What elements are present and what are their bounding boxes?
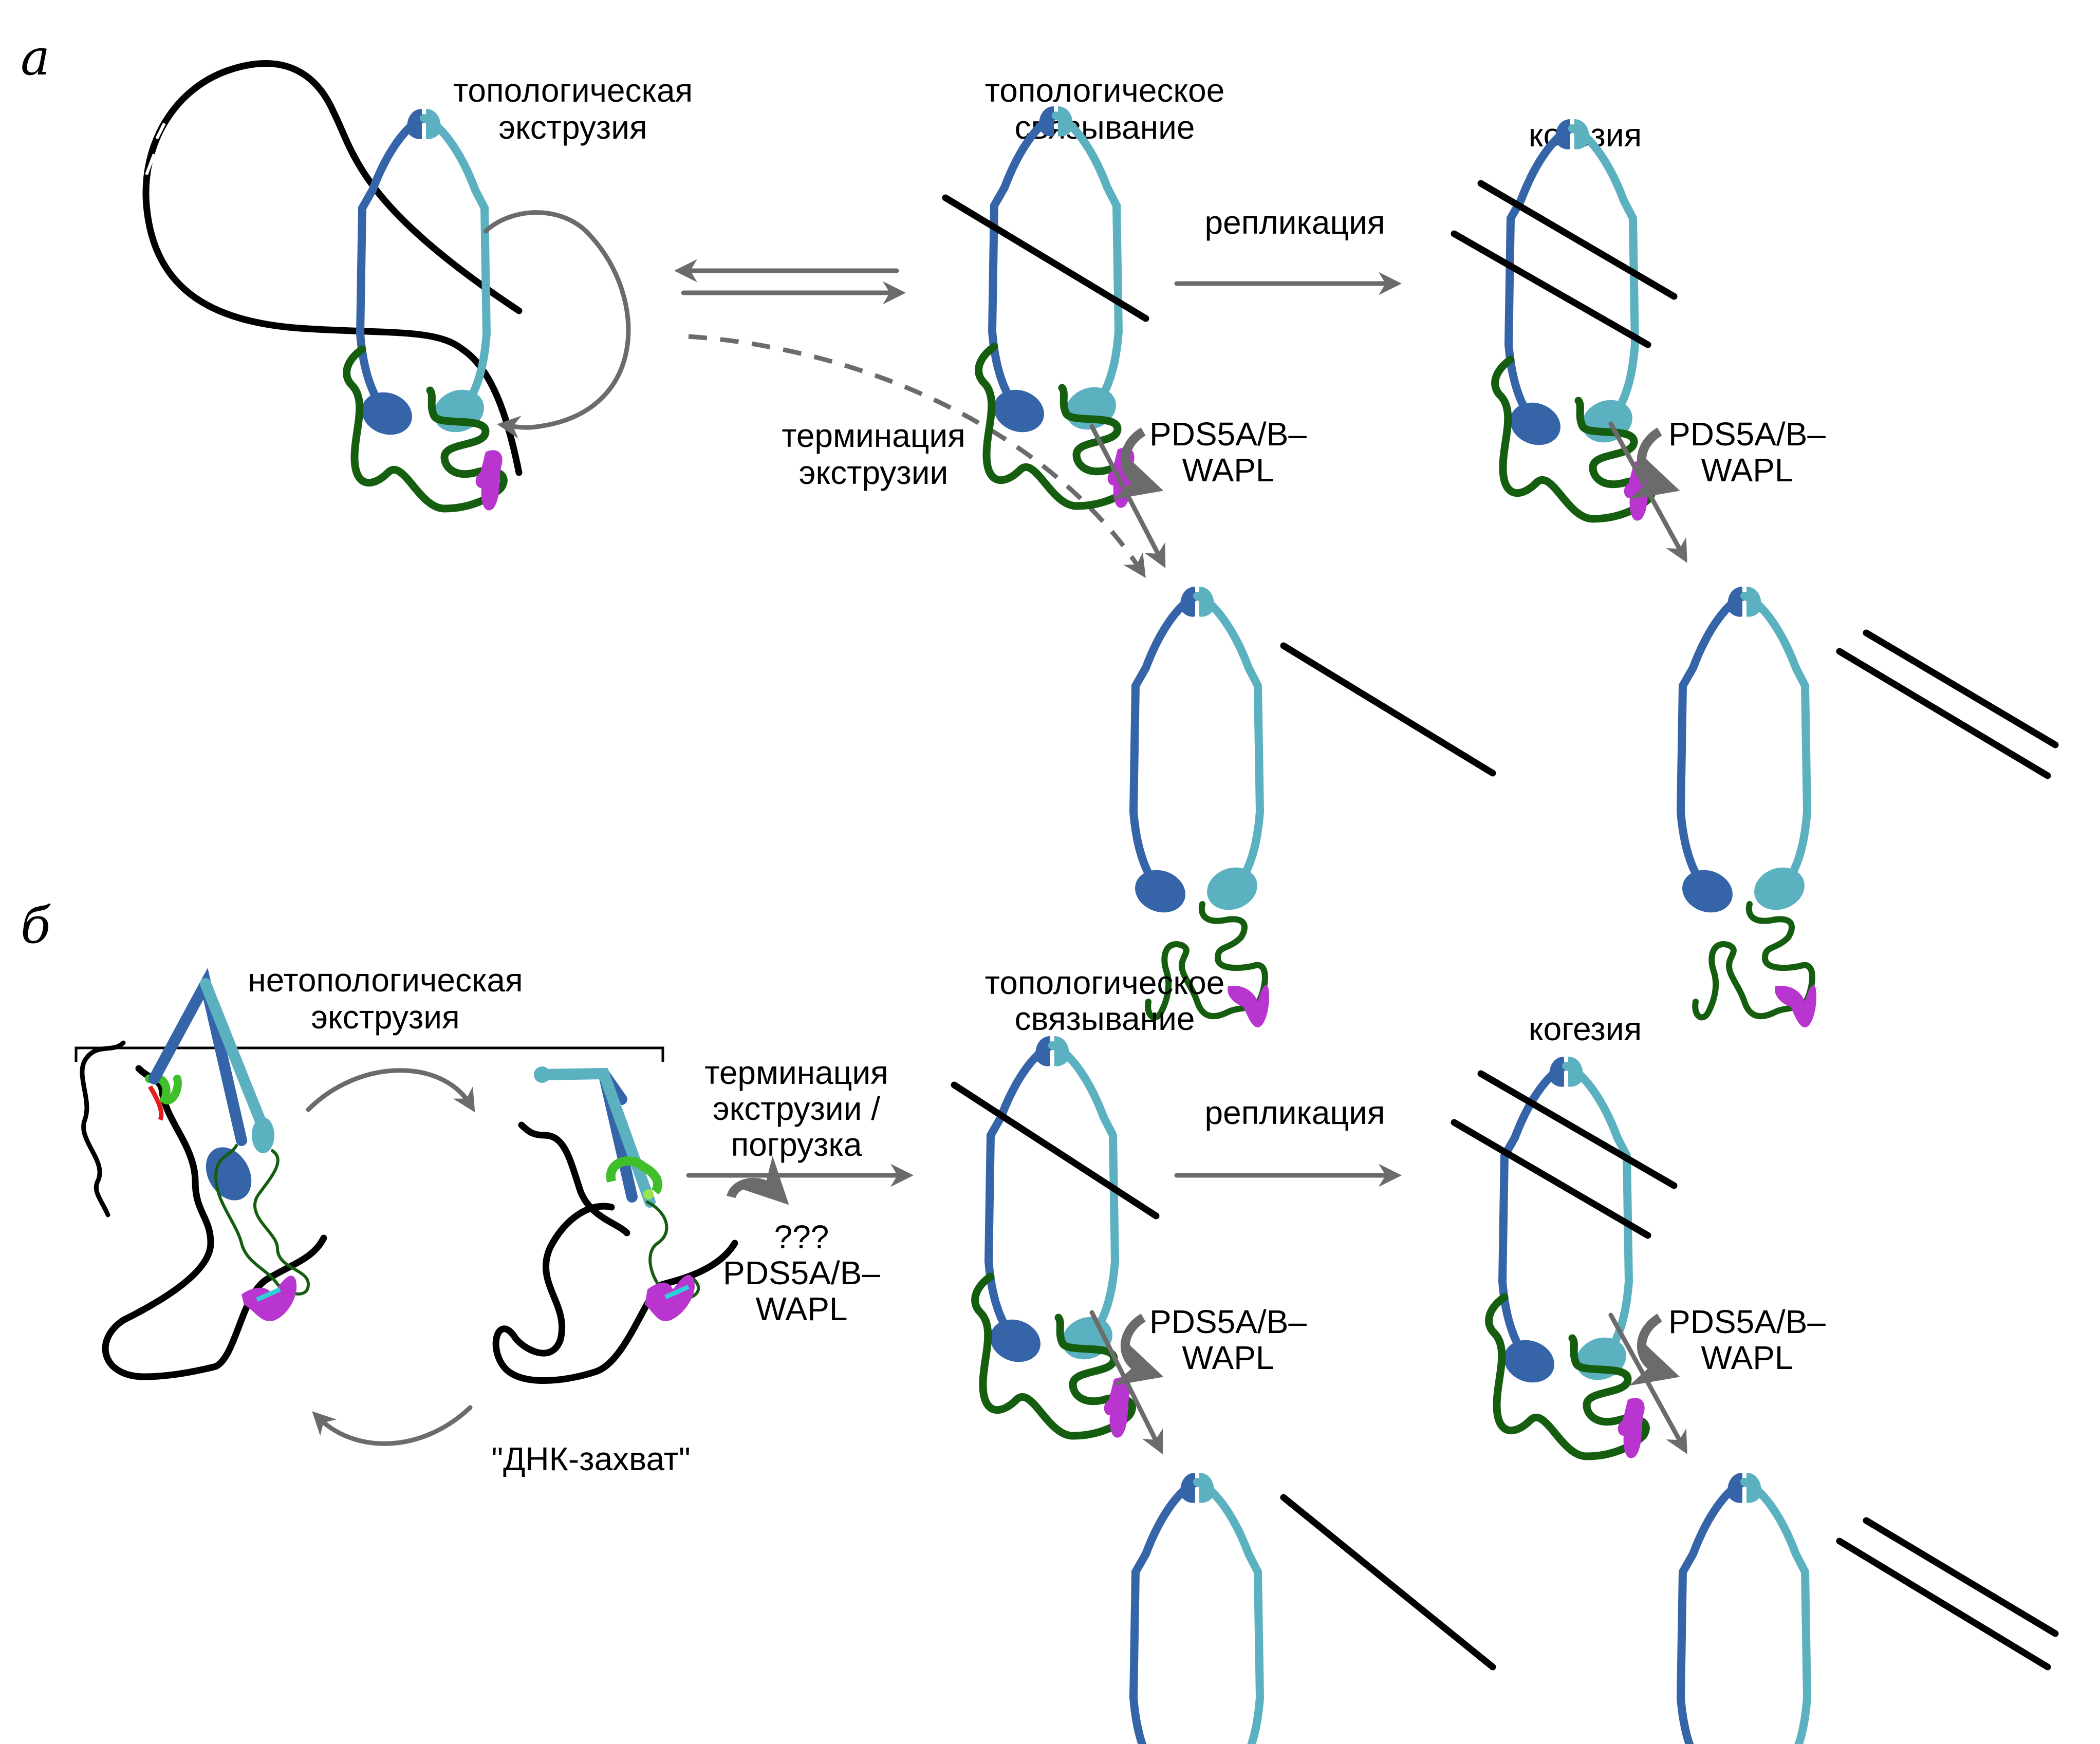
release-step-1: PDS5A/B– WAPL: [1089, 416, 1307, 568]
loader-green: [606, 1156, 663, 1195]
curved-factor-arrow: [1112, 1314, 1164, 1386]
label-release-factor-1a: PDS5A/B–: [1149, 416, 1307, 453]
panel-label-b: б: [21, 897, 51, 954]
hawk-magenta: [241, 1276, 297, 1322]
kleisin-hawk: [1695, 904, 1816, 1027]
label-unknown-factor-2: PDS5A/B–: [723, 1254, 880, 1291]
released-single-dna-b: [1129, 1473, 1496, 1744]
smc-head-dark: [206, 1147, 252, 1201]
label-non-topological-extrusion-2: экструзия: [311, 999, 459, 1036]
dna-strand: [951, 1081, 1160, 1220]
curved-factor-arrow: [727, 1156, 789, 1205]
label-topological-binding-1: топологическое: [985, 72, 1225, 109]
label-replication-b: репликация: [1205, 1094, 1385, 1131]
panel-a: а топологическая экструзия терминация эк…: [21, 29, 2059, 1027]
released-single-dna: [1129, 587, 1496, 1027]
dna-strand: [1280, 1494, 1496, 1671]
label-release-factor-1b: WAPL: [1182, 452, 1274, 489]
curved-factor-arrow: [1112, 427, 1164, 500]
label-dna-capture: "ДНК-захват": [491, 1440, 690, 1477]
stage-topological-binding-b: топологическое связывание: [951, 964, 1225, 1438]
cohesin-ring: [1676, 587, 1810, 920]
panel-b: б нетопологическая экструзия: [21, 897, 2059, 1744]
label-termination-loading-1: терминация: [704, 1054, 888, 1091]
cohesin-ring: [1129, 587, 1263, 920]
released-sister-dna: [1676, 587, 2059, 1027]
dna-strand: [1280, 642, 1496, 777]
dna-strand-1: [1863, 629, 2059, 748]
dna-strand-1: [1477, 180, 1678, 300]
release-step-b2: PDS5A/B– WAPL: [1608, 1303, 1826, 1454]
released-sister-dna-b: [1676, 1473, 2059, 1744]
cohesin-ring: [1504, 119, 1638, 452]
release-step-b1: PDS5A/B– WAPL: [1089, 1303, 1307, 1455]
cycle-arrow-bottom: [312, 1405, 473, 1446]
smc-head-light: [252, 1117, 274, 1153]
stage-cohesion-b: когезия: [1451, 1010, 1678, 1458]
stage-topological-extrusion: топологическая экструзия: [142, 60, 693, 511]
label-release-factor-2b: WAPL: [1701, 452, 1793, 489]
label-topological-extrusion-1: топологическая: [453, 72, 693, 109]
panel-label-a: а: [21, 29, 50, 86]
label-release-factor-b2a: PDS5A/B–: [1668, 1303, 1826, 1340]
dna-strand-2: [1451, 1119, 1651, 1239]
label-topological-extrusion-2: экструзия: [498, 109, 647, 146]
termination-dashed-arrow: [688, 334, 1146, 578]
dna-strand: [942, 194, 1149, 322]
label-replication: репликация: [1205, 204, 1385, 241]
curved-factor-arrow: [1629, 1314, 1680, 1386]
curved-factor-arrow: [1629, 427, 1680, 500]
bracket: [75, 1046, 664, 1062]
stage-cohesion: когезия: [1451, 117, 1678, 521]
non-topological-state-2: [492, 1066, 738, 1384]
dna-strand-1: [1863, 1517, 2059, 1637]
label-extrusion-termination-2: экструзии: [799, 454, 948, 491]
stage-topological-binding: топологическое связывание: [942, 72, 1225, 508]
smc-light-blue: [200, 978, 268, 1131]
label-non-topological-extrusion-1: нетопологическая: [248, 962, 523, 999]
label-topological-binding-b-2: связывание: [1015, 1000, 1195, 1037]
label-release-factor-b2b: WAPL: [1701, 1339, 1793, 1376]
label-release-factor-b1b: WAPL: [1182, 1339, 1274, 1376]
dna-loop: [102, 1065, 327, 1380]
dna-strand-2: [1451, 230, 1651, 348]
label-termination-loading-3: погрузка: [731, 1126, 862, 1163]
label-topological-binding-b-1: топологическое: [985, 964, 1225, 1001]
label-release-factor-2a: PDS5A/B–: [1668, 416, 1826, 453]
label-unknown-factor: ???: [774, 1218, 829, 1255]
cohesin-ring: [1129, 1473, 1263, 1744]
dna-strand-2: [1836, 648, 2051, 779]
label-unknown-factor-3: WAPL: [756, 1290, 848, 1327]
cohesin-ring: [988, 106, 1122, 439]
label-cohesion-b: когезия: [1529, 1010, 1642, 1047]
dna-strand-1: [1477, 1070, 1678, 1189]
label-extrusion-termination-1: терминация: [782, 417, 965, 454]
hawk-magenta: [645, 1274, 695, 1322]
extrusion-cycle-arrow: [483, 210, 631, 439]
dna-cyan-segment: [664, 1284, 690, 1300]
cycle-arrow-top: [306, 1068, 475, 1113]
cohesin-ring: [1498, 1057, 1632, 1390]
dna-red-segment: [148, 1085, 164, 1121]
label-release-factor-b1a: PDS5A/B–: [1149, 1303, 1307, 1340]
cohesin-ring: [984, 1036, 1118, 1369]
non-topological-state-1: [80, 968, 327, 1380]
dna-strand-2: [1836, 1537, 2051, 1671]
dna-cyan-segment: [256, 1287, 281, 1302]
dna-strand-left: [80, 1040, 126, 1217]
release-step-2: PDS5A/B– WAPL: [1608, 416, 1826, 563]
label-termination-loading-2: экструзии /: [713, 1090, 880, 1127]
cohesin-ring: [1676, 1473, 1810, 1744]
dna-loop: [142, 60, 523, 476]
